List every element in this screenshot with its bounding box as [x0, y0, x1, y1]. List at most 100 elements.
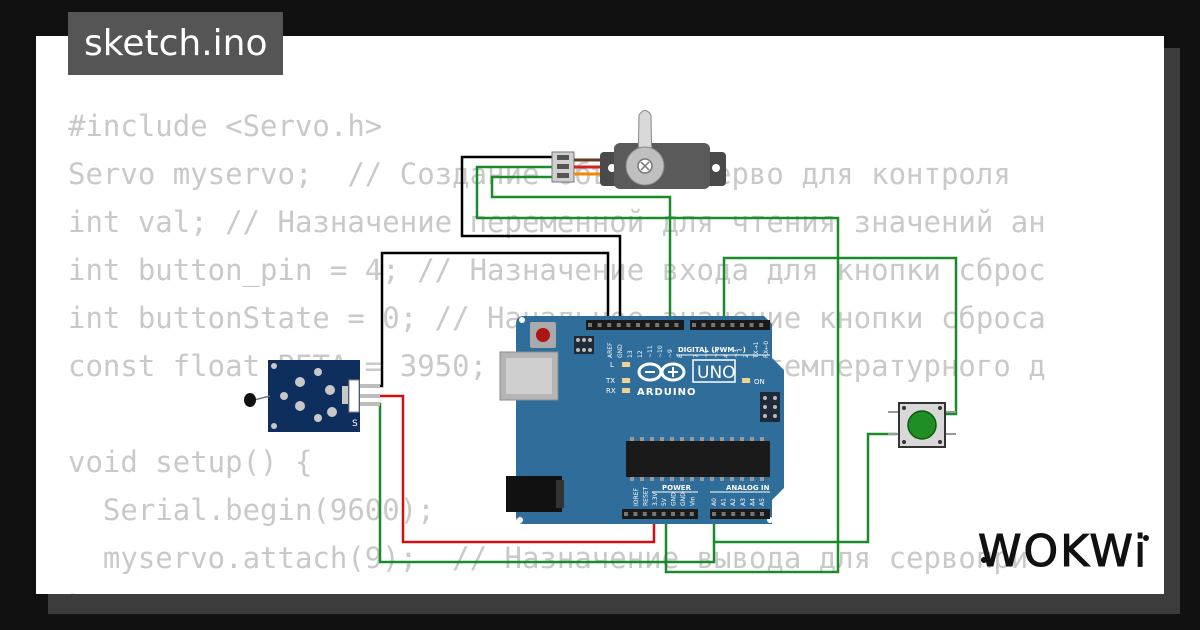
pin-label: ~9: [667, 349, 674, 358]
header-pin[interactable]: [749, 323, 754, 327]
button-cap: [907, 410, 937, 440]
code-line: int val; // Назначение переменной для чт…: [68, 205, 1046, 239]
chip-leg: [750, 477, 754, 481]
chip-leg: [650, 477, 654, 481]
led-rx-label: RX: [606, 387, 616, 395]
preview-card: #include <Servo.h>Servo myservo; // Созд…: [36, 36, 1164, 594]
chip-leg: [670, 477, 674, 481]
chip-leg: [680, 477, 684, 481]
pin-label: Vin: [689, 496, 696, 506]
digital-header: [690, 320, 770, 330]
pin-label: ~5: [713, 349, 720, 358]
header-pin[interactable]: [655, 323, 660, 327]
chip-leg: [740, 477, 744, 481]
sensor-pin-label: S: [352, 419, 358, 429]
header-pin[interactable]: [731, 512, 736, 516]
header-pin[interactable]: [701, 323, 706, 327]
header-pin[interactable]: [664, 323, 669, 327]
header-pin[interactable]: [607, 323, 612, 327]
header-pin[interactable]: [730, 323, 735, 327]
led-l-label: L: [610, 361, 614, 369]
pin-label: 7: [693, 354, 700, 358]
pin-label: ~10: [657, 345, 664, 358]
header-pin[interactable]: [652, 512, 657, 516]
header-pin[interactable]: [689, 512, 694, 516]
pushbutton[interactable]: [888, 402, 956, 448]
ntc-sensor-module[interactable]: S: [244, 360, 380, 432]
chip-leg: [650, 437, 654, 441]
header-pin[interactable]: [740, 323, 744, 327]
wire-servo-signal: [490, 175, 672, 325]
header-pin[interactable]: [636, 323, 640, 327]
power-header: [622, 509, 698, 519]
arduino-brand-text: ARDUINO: [637, 387, 696, 398]
header-pin[interactable]: [661, 512, 666, 516]
pin-label: ~3: [733, 349, 740, 358]
pin-label: 8: [677, 354, 684, 358]
header-pin[interactable]: [692, 323, 696, 327]
pin-label: GND: [617, 344, 624, 358]
header-pin[interactable]: [597, 323, 602, 327]
analog-header: [710, 509, 770, 519]
header-pin[interactable]: [674, 323, 679, 327]
pin-label: GND: [671, 492, 678, 506]
led-tx-label: TX: [605, 377, 615, 385]
chip-leg: [730, 477, 734, 481]
header-pin[interactable]: [624, 512, 628, 516]
header-pin[interactable]: [711, 323, 716, 327]
wire-sensor-vcc: [360, 394, 656, 544]
chip-leg: [630, 477, 634, 481]
pin-label: ~11: [647, 345, 654, 358]
header-pin[interactable]: [642, 512, 647, 516]
power-section-label: POWER: [662, 484, 692, 492]
header-pin[interactable]: [588, 323, 592, 327]
header-pin[interactable]: [645, 323, 650, 327]
pin-label: IOREF: [633, 488, 640, 506]
code-line: void setup() {: [68, 445, 313, 479]
header-pin[interactable]: [750, 512, 755, 516]
chip-leg: [660, 437, 664, 441]
pin-label: A2: [730, 498, 737, 506]
servo-motor[interactable]: [551, 110, 726, 190]
svg-text:WOKWi: WOKWi: [978, 526, 1148, 577]
pin-label: 4: [723, 354, 730, 358]
chip-leg: [720, 477, 724, 481]
chip-leg: [700, 437, 704, 441]
pin-label: GND: [680, 492, 687, 506]
header-pin[interactable]: [633, 512, 638, 516]
chip-leg: [640, 477, 644, 481]
header-pin[interactable]: [626, 323, 631, 327]
wire-button-gnd: [714, 432, 897, 544]
chip-leg: [710, 477, 714, 481]
header-pin[interactable]: [721, 512, 726, 516]
chip-leg: [700, 477, 704, 481]
pin-label: ~6: [703, 349, 710, 358]
led-on-label: ON: [754, 378, 765, 386]
pin-label: A4: [749, 498, 756, 506]
chip-leg: [690, 437, 694, 441]
code-preview: #include <Servo.h>Servo myservo; // Созд…: [68, 102, 1046, 594]
pin-label: A3: [740, 498, 747, 506]
header-pin[interactable]: [760, 512, 764, 516]
pin-label: A1: [721, 498, 728, 506]
pin-label: 13: [627, 350, 634, 358]
chip-leg: [740, 437, 744, 441]
header-pin[interactable]: [720, 323, 725, 327]
atmega-chip: [626, 441, 770, 477]
header-pin[interactable]: [759, 323, 764, 327]
header-pin[interactable]: [671, 512, 675, 516]
chip-leg: [730, 437, 734, 441]
pin-label: AREF: [607, 342, 614, 358]
uno-badge: [692, 359, 736, 383]
header-pin[interactable]: [740, 512, 745, 516]
header-pin[interactable]: [680, 512, 685, 516]
header-pin[interactable]: [616, 323, 621, 327]
header-pin[interactable]: [712, 512, 716, 516]
chip-leg: [630, 437, 634, 441]
pin-label: TX→1: [753, 341, 760, 359]
chip-leg: [750, 437, 754, 441]
uno-logo-text: UNO: [697, 363, 736, 383]
